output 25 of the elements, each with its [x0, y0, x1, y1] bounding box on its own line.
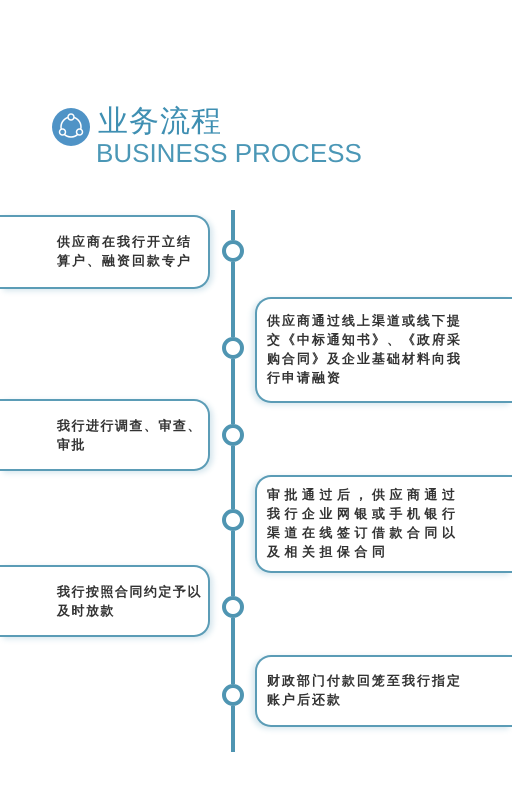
timeline-circle [222, 337, 244, 359]
title: 业务流程 [98, 104, 222, 140]
step-card [255, 297, 512, 403]
timeline-line [231, 262, 235, 337]
timeline-line [231, 446, 235, 509]
timeline-circle [222, 240, 244, 262]
step-text: 供应商在我行开立结算户、融资回款专户 [57, 234, 193, 271]
timeline-circle [222, 596, 244, 618]
step-text: 我行进行调查、审查、审批 [57, 418, 203, 455]
step-card [0, 565, 210, 637]
timeline-line [231, 531, 235, 596]
timeline-line [231, 618, 235, 684]
step-text: 审批通过后，供应商通过我行企业网银或手机银行渠道在线签订借款合同以及相关担保合同 [267, 486, 460, 562]
step-card [255, 475, 512, 573]
step-text: 财政部门付款回笼至我行指定账户后还款 [267, 672, 463, 710]
subtitle: BUSINESS PROCESS [96, 138, 362, 168]
step-card [255, 655, 512, 727]
timeline-circle [222, 424, 244, 446]
step-text: 我行按照合同约定予以及时放款 [57, 584, 203, 621]
step-card [0, 215, 210, 289]
step-text: 供应商通过线上渠道或线下提交《中标通知书》、《政府采购合同》及企业基础材料向我行申请融资 [267, 312, 463, 388]
timeline-line [231, 359, 235, 424]
timeline-circle [222, 684, 244, 706]
timeline-circle [222, 509, 244, 531]
step-card [0, 399, 210, 471]
